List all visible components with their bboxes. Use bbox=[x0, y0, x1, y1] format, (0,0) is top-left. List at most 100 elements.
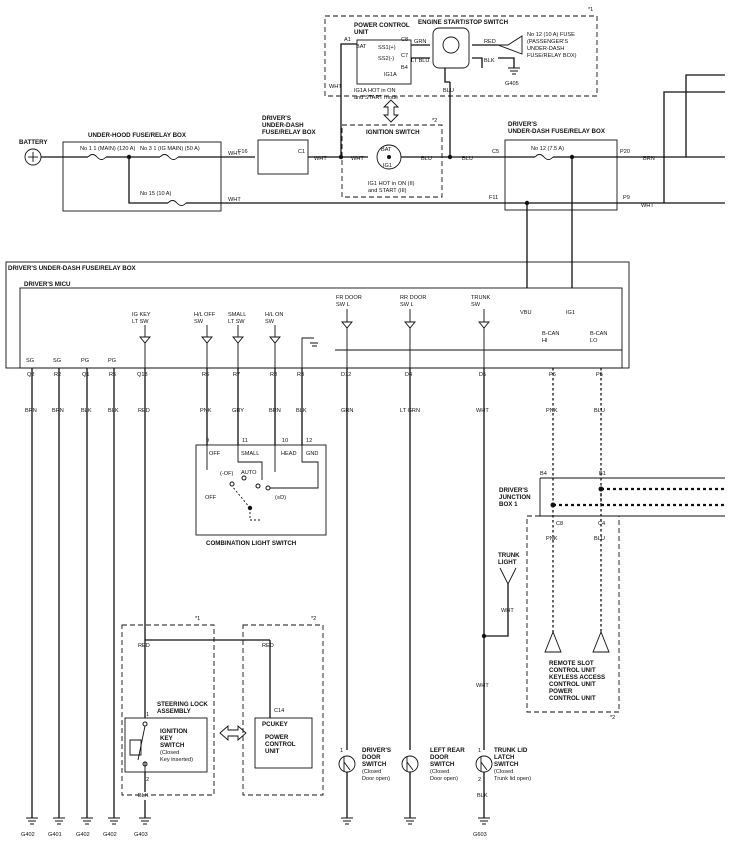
wc-blk-3: BLK bbox=[296, 408, 307, 414]
engine-switch-title: ENGINE START/STOP SWITCH bbox=[418, 19, 509, 26]
pin-p9: P9 bbox=[623, 195, 630, 201]
trunk-latch-circle bbox=[475, 755, 493, 773]
wc-blk-4: BLK bbox=[138, 793, 149, 799]
steering-pin1: 1 bbox=[146, 712, 149, 718]
micu-small1: SMALL bbox=[228, 312, 246, 318]
remote-l2: CONTROL UNIT bbox=[549, 667, 596, 674]
jb-title3: BOX 1 bbox=[499, 501, 518, 508]
pcu-hot1: IG1A HOT in ON bbox=[354, 88, 396, 94]
micu-pin-r8: R8 bbox=[270, 372, 277, 378]
driver-door-l0: DRIVER'S bbox=[362, 747, 391, 754]
alt-arrow-bottom bbox=[219, 725, 247, 741]
remote-l5: POWER bbox=[549, 688, 573, 695]
jb-title1: DRIVER'S bbox=[499, 487, 528, 494]
micu-bcanlo1: B-CAN bbox=[590, 331, 607, 337]
trunk-latch-l4: Trunk lid open) bbox=[494, 776, 531, 782]
trunk-light-l1: TRUNK bbox=[498, 552, 520, 559]
es-ground-wire bbox=[498, 57, 515, 68]
fuse-15-wire bbox=[128, 157, 725, 204]
alt-arrow-top bbox=[382, 99, 400, 123]
pcu-c8: C8 bbox=[401, 37, 408, 43]
wire-wht-4: WHT bbox=[329, 84, 342, 90]
region-1-top bbox=[324, 15, 598, 97]
engine-switch-wires bbox=[411, 44, 498, 83]
junction-box bbox=[539, 477, 725, 517]
dd-box-right bbox=[504, 139, 618, 211]
fuse-12-75-symbol bbox=[534, 154, 554, 160]
fuse12p-l4: FUSE/RELAY BOX) bbox=[527, 53, 577, 59]
wc-wht-2: WHT bbox=[501, 608, 514, 614]
splice-dot-3 bbox=[447, 154, 453, 160]
combo-p10: 10 bbox=[282, 438, 288, 444]
combo-contact-4 bbox=[265, 485, 271, 491]
trunk-light-l2: LIGHT bbox=[498, 559, 517, 566]
ign-switch-title: IGNITION SWITCH bbox=[366, 129, 420, 136]
micu-trunk2: SW bbox=[471, 302, 481, 308]
rear-door-l1: DOOR bbox=[430, 754, 449, 761]
remote-l1: REMOTE SLOT bbox=[549, 660, 594, 667]
fuse-11-symbol bbox=[87, 154, 107, 160]
combo-off-sym: (-OF) bbox=[220, 471, 233, 477]
pcu-a1: A1 bbox=[344, 37, 351, 43]
combo-small: SMALL bbox=[241, 451, 259, 457]
micu-outer-box bbox=[5, 261, 630, 369]
wire-blu-1: BLU bbox=[421, 156, 432, 162]
fuse12p-l2: (PASSENGER'S bbox=[527, 39, 568, 45]
steering-l5: Key inserted) bbox=[160, 757, 193, 763]
combo-p12: 12 bbox=[306, 438, 312, 444]
pcu-b-l1: POWER bbox=[265, 734, 289, 741]
steering-title1: STEERING LOCK bbox=[157, 701, 208, 708]
ground-symbols bbox=[26, 817, 490, 825]
ign-ig1: IG1 bbox=[383, 163, 392, 169]
micu-input-stems bbox=[144, 309, 485, 337]
wire-wht-1: WHT bbox=[228, 151, 241, 157]
note-2-remote: *2 bbox=[610, 715, 615, 721]
micu-bcanhi2: HI bbox=[542, 338, 548, 344]
driver-door-l2: SWITCH bbox=[362, 761, 387, 768]
wc-blu-1: BLU bbox=[594, 408, 605, 414]
steering-l1: IGNITION bbox=[160, 728, 188, 735]
dd-box-top-title1: DRIVER'S bbox=[262, 115, 291, 122]
ign-hot1: IG1 HOT in ON (II) bbox=[368, 181, 415, 187]
rear-door-l2: SWITCH bbox=[430, 761, 455, 768]
rear-door-switch-blade bbox=[406, 757, 414, 771]
micu-rrdoor2: SW L bbox=[400, 302, 414, 308]
steering-lock-box bbox=[124, 717, 208, 773]
pcu-hot2: and START mode bbox=[354, 95, 398, 101]
ground-g402c: G402 bbox=[103, 832, 117, 838]
micu-output-wires bbox=[144, 368, 485, 750]
bat-feed-wire bbox=[340, 43, 357, 157]
micu-pin-r7: R7 bbox=[233, 372, 240, 378]
ground-g401: G401 bbox=[48, 832, 62, 838]
ground-g403: G403 bbox=[134, 832, 148, 838]
jb-b1: B1 bbox=[599, 471, 606, 477]
p20-wire bbox=[500, 74, 725, 158]
micu-igkey2: LT SW bbox=[132, 319, 149, 325]
dd-right-fuse: No 12 (7.5 A) bbox=[531, 146, 564, 152]
pin-p20: P20 bbox=[620, 149, 630, 155]
trunk-latch-l2: SWITCH bbox=[494, 761, 519, 768]
micu-r3-ground bbox=[301, 337, 318, 368]
micu-trunk1: TRUNK bbox=[471, 295, 491, 301]
splice-dot-5 bbox=[524, 200, 530, 206]
pin-c5: C5 bbox=[492, 149, 499, 155]
wire-blu-3: BLU bbox=[462, 156, 473, 162]
driver-door-switch-blade bbox=[343, 757, 351, 771]
micu-hlon2: SW bbox=[265, 319, 275, 325]
note-1: *1 bbox=[588, 7, 593, 13]
wire-wht-2: WHT bbox=[228, 197, 241, 203]
steering-title2: ASSEMBLY bbox=[157, 708, 192, 715]
bcan-wires bbox=[552, 368, 602, 505]
micu-pin-d5: D5 bbox=[479, 372, 486, 378]
remote-l4: CONTROL UNIT bbox=[549, 681, 596, 688]
combo-title: COMBINATION LIGHT SWITCH bbox=[206, 540, 297, 547]
micu-pin-p5: P5 bbox=[596, 372, 603, 378]
trunk-light-symbol bbox=[499, 567, 517, 586]
g405-ground-symbol bbox=[508, 67, 520, 75]
jb-c8: C8 bbox=[556, 521, 563, 527]
dd-box-top bbox=[257, 139, 309, 175]
micu-frdoor2: SW L bbox=[336, 302, 350, 308]
ground-g402a: G402 bbox=[21, 832, 35, 838]
steering-contact-1 bbox=[142, 721, 148, 727]
